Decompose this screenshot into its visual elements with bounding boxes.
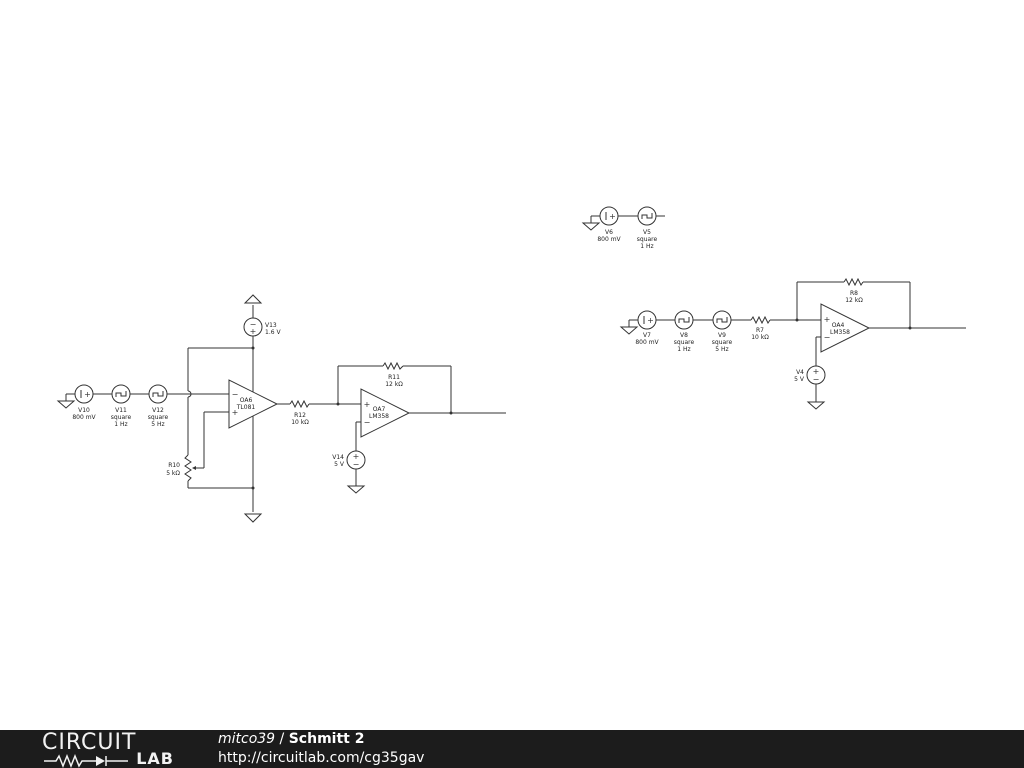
v6-dc-source[interactable]: + [599,206,619,226]
logo-resistor-diode-icon [44,754,128,768]
r7-name: R7 [756,327,764,334]
v7-value: 800 mV [635,339,659,346]
circuit-url[interactable]: http://circuitlab.com/cg35gav [218,750,425,766]
oa4-part: LM358 [830,329,850,336]
v12-name: V12 [152,407,164,414]
v10-value: 800 mV [72,414,96,421]
v9-name: V9 [718,332,726,339]
oa7-name: OA7 [373,406,386,413]
right-circuit: + V7 800 mV V8 square 1 Hz V9 square 5 H… [619,277,966,410]
logo-text-bottom: LAB [136,749,174,768]
svg-text:−: − [353,460,360,469]
svg-text:+: + [84,390,91,399]
r11-value: 12 kΩ [385,381,403,388]
v7-name: V7 [643,332,651,339]
v11-value: square [111,414,132,421]
v12-square-source[interactable] [148,384,168,404]
v14-name: V14 [332,454,344,461]
v14-dc-source[interactable]: + − [346,450,366,470]
r8-resistor[interactable] [843,277,864,287]
v8-freq: 1 Hz [677,346,690,353]
svg-text:−: − [250,320,257,329]
r7-resistor[interactable] [750,315,771,325]
oa7-part: LM358 [369,413,389,420]
v5-square-source[interactable] [637,206,657,226]
v4-dc-source[interactable]: + − [806,365,826,385]
author-link[interactable]: mitco39 [218,731,276,747]
schematic-canvas: + V10 800 mV V11 square 1 Hz V12 square … [56,206,966,523]
r12-value: 10 kΩ [291,419,309,426]
svg-text:+: + [232,408,239,417]
v12-value: square [148,414,169,421]
v9-square-source[interactable] [712,310,732,330]
v4-name: V4 [796,369,804,376]
svg-text:+: + [364,400,371,409]
v5-freq: 1 Hz [640,243,653,250]
v6-name: V6 [605,229,613,236]
svg-text:+: + [824,315,831,324]
v11-square-source[interactable] [111,384,131,404]
v13-value: 1.6 V [265,329,281,336]
svg-text:+: + [609,212,616,221]
v4-value: 5 V [794,376,805,383]
circuitlab-logo[interactable]: CIRCUIT LAB [42,730,176,768]
svg-text:−: − [364,418,371,427]
oa7-opamp[interactable]: + − [360,388,411,438]
v14-value: 5 V [334,461,345,468]
v10-name: V10 [78,407,90,414]
r11-name: R11 [388,374,400,381]
svg-text:+: + [353,452,360,461]
svg-text:+: + [250,327,257,336]
svg-text:+: + [813,367,820,376]
left-circuit: + V10 800 mV V11 square 1 Hz V12 square … [56,294,506,523]
footer-bar: CIRCUIT LAB mitco39 / Schmitt 2 http://c… [0,730,1024,768]
v13-dc-source[interactable]: − + [243,317,263,337]
v12-freq: 5 Hz [151,421,164,428]
v5-value: square [637,236,658,243]
svg-text:−: − [813,375,820,384]
title-separator: / [275,731,289,747]
oa6-name: OA6 [240,397,253,404]
v8-name: V8 [680,332,688,339]
circuit-title: Schmitt 2 [288,731,365,747]
v10-dc-source[interactable]: + [74,384,94,404]
v8-square-source[interactable] [674,310,694,330]
r12-name: R12 [294,412,306,419]
r10-value: 5 kΩ [166,470,180,477]
v9-freq: 5 Hz [715,346,728,353]
v13-name: V13 [265,322,277,329]
r7-value: 10 kΩ [751,334,769,341]
svg-text:−: − [824,333,831,342]
oa4-opamp[interactable]: + − [820,303,871,353]
r12-resistor[interactable] [289,399,310,409]
v11-freq: 1 Hz [114,421,127,428]
v6-value: 800 mV [597,236,621,243]
ground-symbol [56,394,76,409]
v11-name: V11 [115,407,127,414]
oa6-part: TL081 [236,404,256,411]
oa4-name: OA4 [832,322,845,329]
svg-text:−: − [232,390,239,399]
v7-dc-source[interactable]: + [637,310,657,330]
v8-value: square [674,339,695,346]
r11-resistor[interactable] [382,361,404,371]
svg-text:+: + [647,316,654,325]
r8-value: 12 kΩ [845,297,863,304]
r8-name: R8 [850,290,858,297]
r10-name: R10 [168,462,180,469]
v9-value: square [712,339,733,346]
top-source-group: + V6 800 mV V5 square 1 Hz [581,206,665,250]
logo-text-top: CIRCUIT [42,730,137,755]
author-title-line: mitco39 / Schmitt 2 [218,731,364,747]
r10-potentiometer[interactable] [184,411,253,489]
v5-name: V5 [643,229,651,236]
